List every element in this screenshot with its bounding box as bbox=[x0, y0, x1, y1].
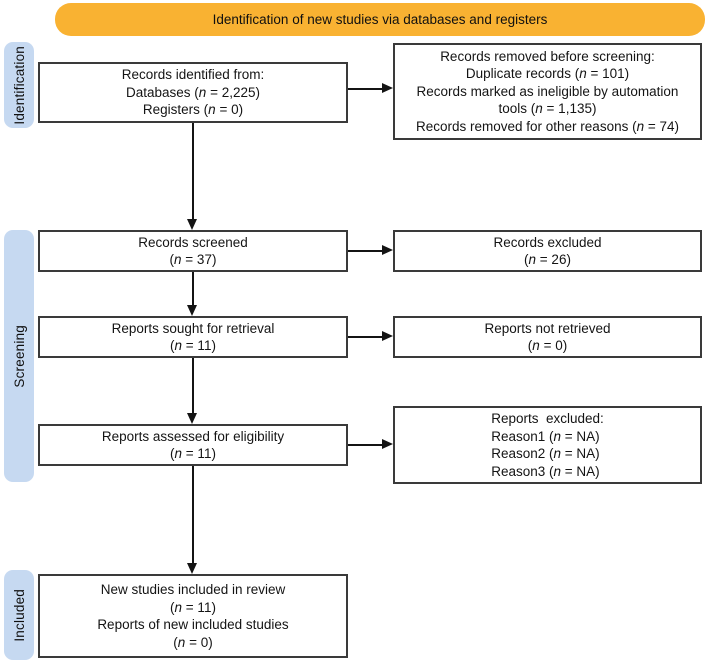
connector-assessed-to-included-line bbox=[192, 466, 194, 563]
box-reports-not-retrieved: Reports not retrieved(n = 0) bbox=[393, 316, 702, 358]
stage-label-included-text: Included bbox=[11, 588, 27, 642]
connector-screened-to-sought-arrowhead bbox=[187, 305, 197, 316]
connector-assessed-to-included-arrowhead bbox=[187, 563, 197, 574]
stage-label-screening: Screening bbox=[4, 230, 34, 482]
connector-screened-to-sought-line bbox=[192, 272, 194, 305]
box-reports-excluded: Reports excluded:Reason1 (n = NA)Reason2… bbox=[393, 406, 702, 484]
connector-identified-to-removed-arrowhead bbox=[382, 83, 393, 93]
box-records-screened-text: Records screened(n = 37) bbox=[138, 234, 248, 268]
connector-identified-to-screened-line bbox=[192, 123, 194, 219]
connector-screened-to-excluded-arrowhead bbox=[382, 245, 393, 255]
box-records-identified: Records identified from:Databases (n = 2… bbox=[38, 62, 348, 123]
box-records-excluded: Records excluded(n = 26) bbox=[393, 230, 702, 272]
box-records-screened: Records screened(n = 37) bbox=[38, 230, 348, 272]
box-reports-not-retrieved-text: Reports not retrieved(n = 0) bbox=[484, 320, 611, 354]
box-reports-sought-text: Reports sought for retrieval(n = 11) bbox=[111, 320, 275, 354]
connector-assessed-to-reports-excluded-arrowhead bbox=[382, 439, 393, 449]
connector-assessed-to-reports-excluded-line bbox=[348, 444, 383, 446]
box-new-studies-included-text: New studies included in review(n = 11)Re… bbox=[97, 582, 289, 650]
connector-sought-to-not-retrieved-line bbox=[348, 336, 383, 338]
box-reports-excluded-text: Reports excluded:Reason1 (n = NA)Reason2… bbox=[491, 411, 604, 479]
box-records-removed: Records removed before screening:Duplica… bbox=[393, 43, 702, 140]
banner-title: Identification of new studies via databa… bbox=[55, 3, 705, 36]
stage-label-included: Included bbox=[4, 570, 34, 660]
box-records-excluded-text: Records excluded(n = 26) bbox=[493, 234, 602, 268]
stage-label-identification-text: Identification bbox=[11, 45, 27, 125]
box-reports-sought: Reports sought for retrieval(n = 11) bbox=[38, 316, 348, 358]
connector-sought-to-assessed-arrowhead bbox=[187, 413, 197, 424]
stage-label-identification: Identification bbox=[4, 42, 34, 128]
connector-identified-to-screened-arrowhead bbox=[187, 219, 197, 230]
box-reports-assessed: Reports assessed for eligibility(n = 11) bbox=[38, 424, 348, 466]
box-records-identified-text: Records identified from:Databases (n = 2… bbox=[121, 67, 265, 118]
stage-label-screening-text: Screening bbox=[11, 324, 27, 388]
box-new-studies-included: New studies included in review(n = 11)Re… bbox=[38, 574, 348, 658]
connector-identified-to-removed-line bbox=[348, 88, 383, 90]
connector-screened-to-excluded-line bbox=[348, 250, 383, 252]
box-records-removed-text: Records removed before screening:Duplica… bbox=[415, 48, 680, 134]
connector-sought-to-not-retrieved-arrowhead bbox=[382, 331, 393, 341]
connector-sought-to-assessed-line bbox=[192, 358, 194, 413]
box-reports-assessed-text: Reports assessed for eligibility(n = 11) bbox=[101, 428, 285, 462]
